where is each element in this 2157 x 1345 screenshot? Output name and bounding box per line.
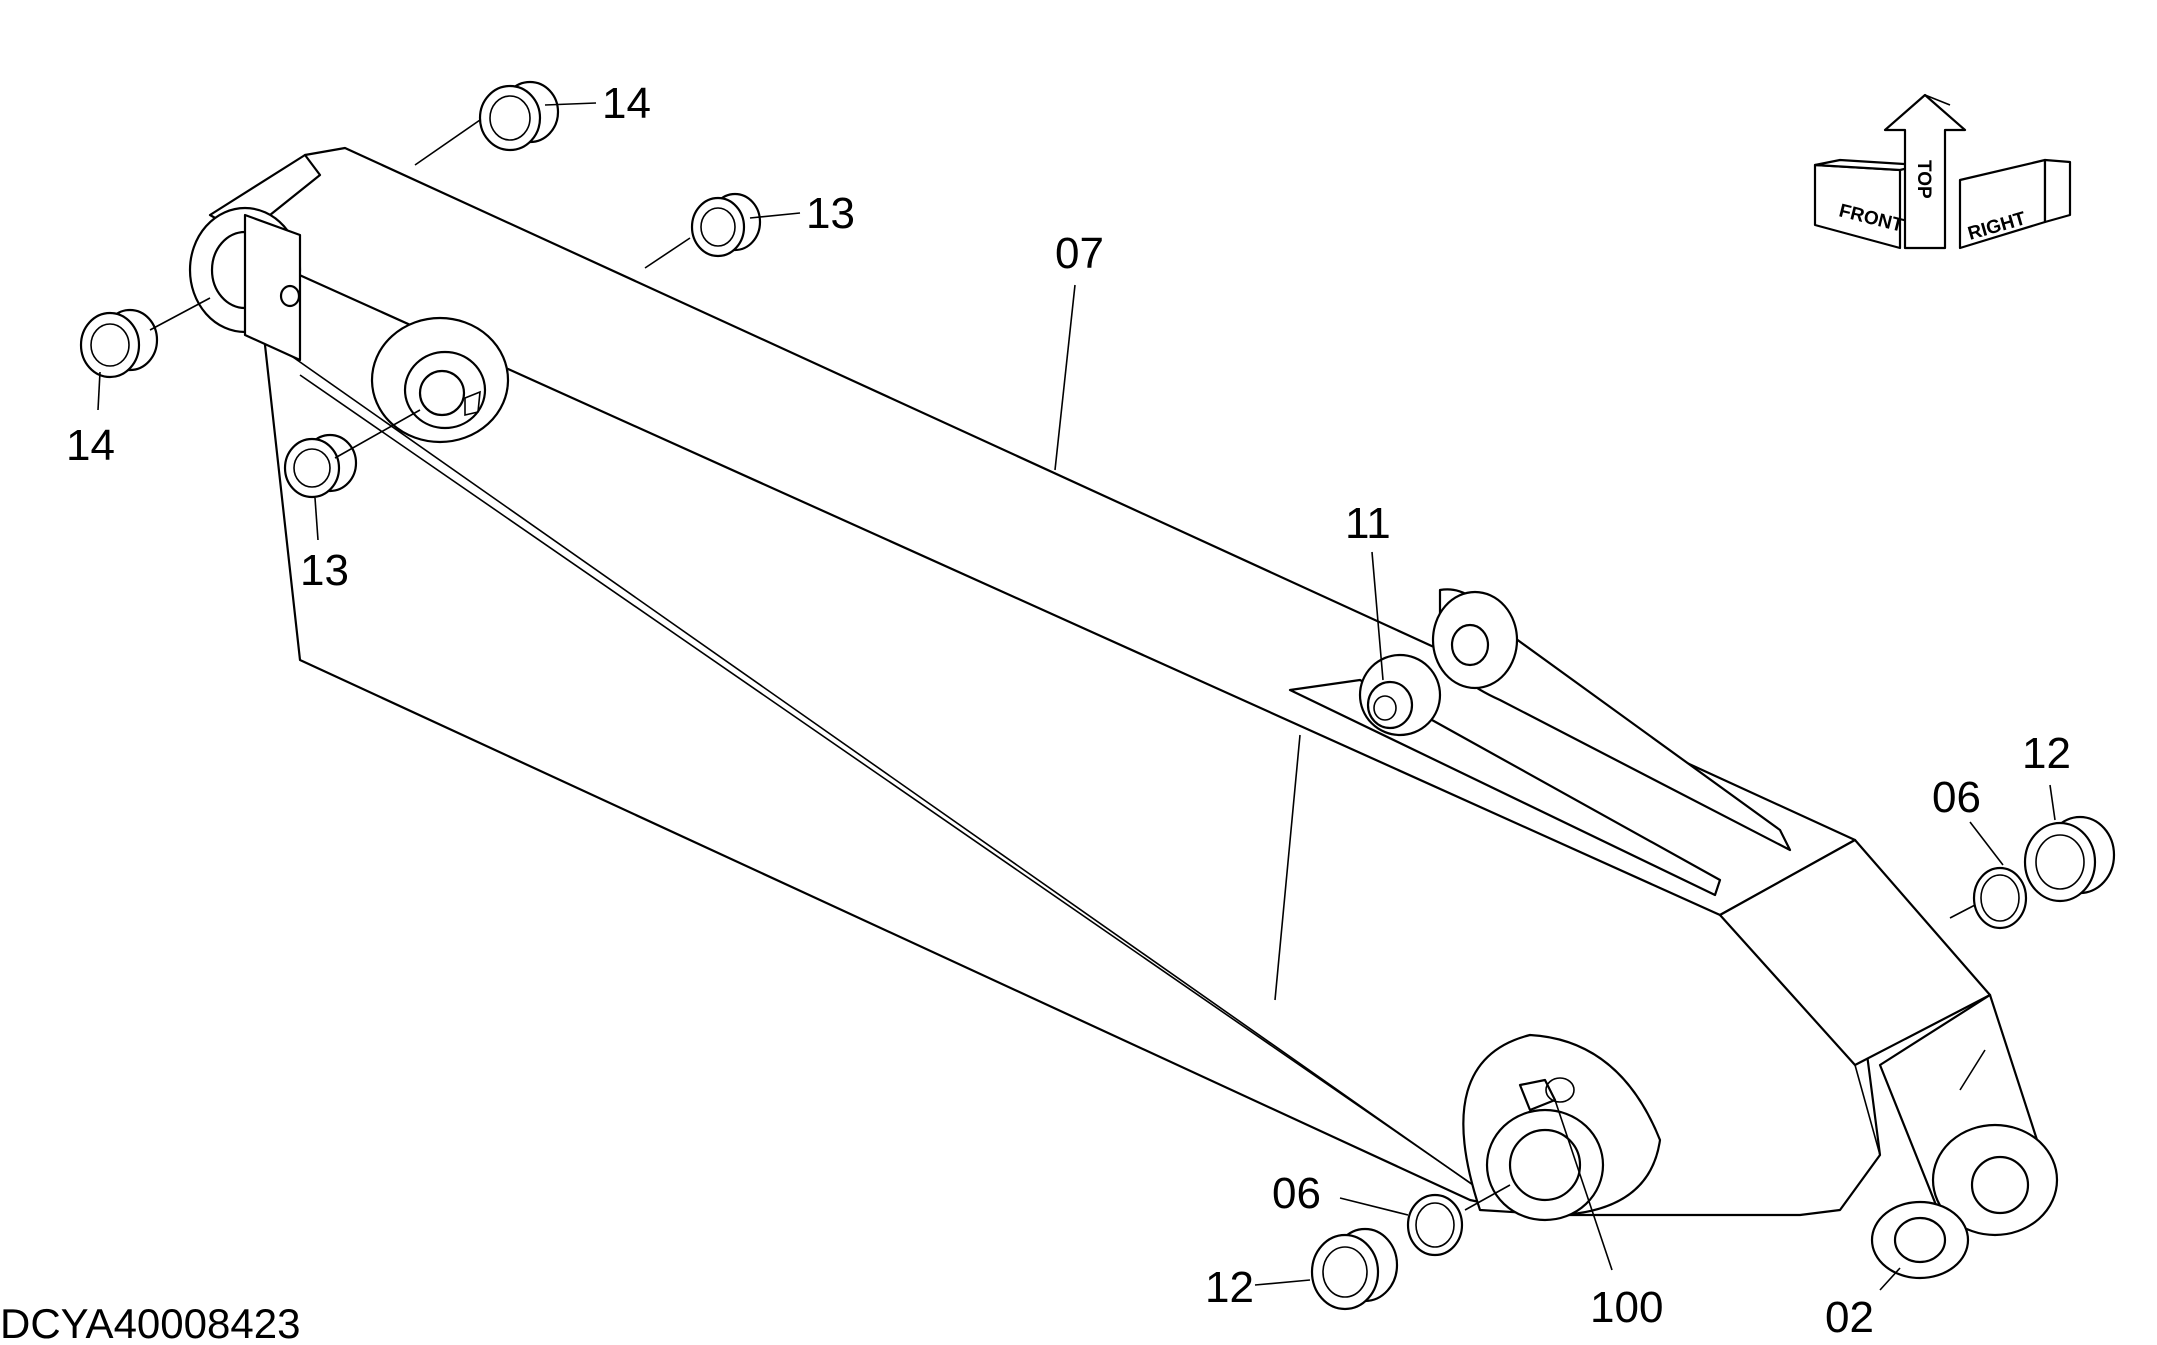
top-rib-bracket — [1288, 588, 1792, 897]
bushing-13-top — [690, 192, 762, 258]
bushing-12-left — [1310, 1227, 1399, 1311]
callout-06-left: 06 — [1272, 1169, 1321, 1218]
callout-11: 11 — [1345, 499, 1391, 548]
bushing-13-left — [283, 433, 358, 499]
callout-13-top: 13 — [806, 189, 855, 238]
rear-end-boss — [188, 153, 322, 362]
drawing-code: DCYA40008423 — [0, 1300, 300, 1345]
leader-lines — [97, 102, 2056, 1291]
callout-02: 02 — [1825, 1293, 1874, 1342]
cylinder-boss — [1462, 1033, 1662, 1222]
seal-ring-06-left — [1406, 1193, 1464, 1257]
callout-12-right: 12 — [2022, 729, 2071, 778]
bushing-14-top — [478, 80, 560, 152]
callout-13-left: 13 — [300, 546, 349, 595]
bushing-12-right — [2023, 815, 2116, 903]
callout-07: 07 — [1055, 229, 1104, 278]
middle-boss — [370, 316, 510, 444]
arm-body — [238, 146, 2052, 1232]
front-nose-bosses — [1870, 1049, 2059, 1280]
bushing-14-left — [79, 308, 159, 379]
callout-14-left: 14 — [66, 421, 115, 470]
callout-14-top: 14 — [602, 79, 651, 128]
orientation-top-label: TOP — [1913, 160, 1934, 199]
callout-06-right: 06 — [1932, 773, 1981, 822]
orientation-indicator: FRONT TOP RIGHT — [1813, 93, 2072, 250]
seal-ring-06-right — [1972, 866, 2028, 930]
callout-100: 100 — [1590, 1283, 1663, 1332]
callout-12-left: 12 — [1205, 1263, 1254, 1312]
